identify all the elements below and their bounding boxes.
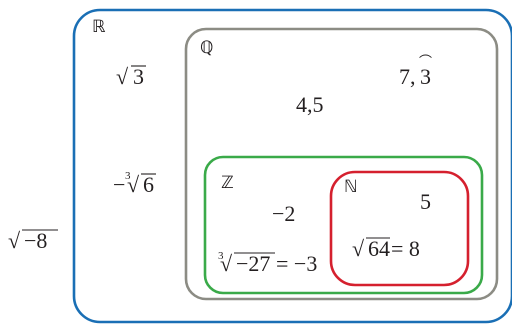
radicand: 64: [368, 236, 390, 261]
radicand: −8: [24, 228, 47, 253]
radicand: 3: [133, 64, 144, 89]
set-real-label: ℝ: [92, 17, 106, 36]
repeating-digit: 3: [420, 64, 431, 89]
set-integer-boundary: [203, 155, 484, 295]
radical-sign: √: [8, 228, 21, 253]
root-index: 3: [125, 170, 131, 182]
radicand: −27: [236, 251, 270, 276]
result: = −3: [276, 251, 317, 276]
element-periodic-7-3: 7, 3 ⌒: [399, 54, 432, 89]
element-five: 5: [420, 189, 431, 214]
integer-part: 7,: [399, 64, 416, 89]
element-sqrt-neg8: √ −8: [8, 228, 58, 253]
set-real-boundary: [72, 8, 512, 324]
period-arc: ⌒: [419, 54, 432, 69]
set-rational-boundary: [184, 27, 499, 301]
root-index: 3: [218, 250, 224, 262]
element-decimal-4-5: 4,5: [296, 92, 324, 117]
radical-sign: √: [352, 236, 365, 261]
set-natural-label: ℕ: [344, 177, 358, 196]
element-cbrt-neg27: 3 √ −27 = −3: [218, 250, 317, 276]
set-rational-label: ℚ: [200, 38, 213, 57]
set-integer-label: ℤ: [221, 173, 234, 192]
set-natural-boundary: [329, 170, 470, 287]
radicand: 6: [143, 172, 154, 197]
element-neg-cbrt6: − 3 √ 6: [113, 170, 156, 197]
element-sqrt64: √ 64 = 8: [352, 236, 420, 261]
radical-sign: √: [127, 172, 140, 197]
element-sqrt3: √ 3: [116, 64, 146, 89]
element-neg2: −2: [272, 201, 295, 226]
minus-sign: −: [113, 172, 125, 197]
radical-sign: √: [220, 251, 233, 276]
result: = 8: [391, 236, 420, 261]
radical-sign: √: [116, 64, 129, 89]
